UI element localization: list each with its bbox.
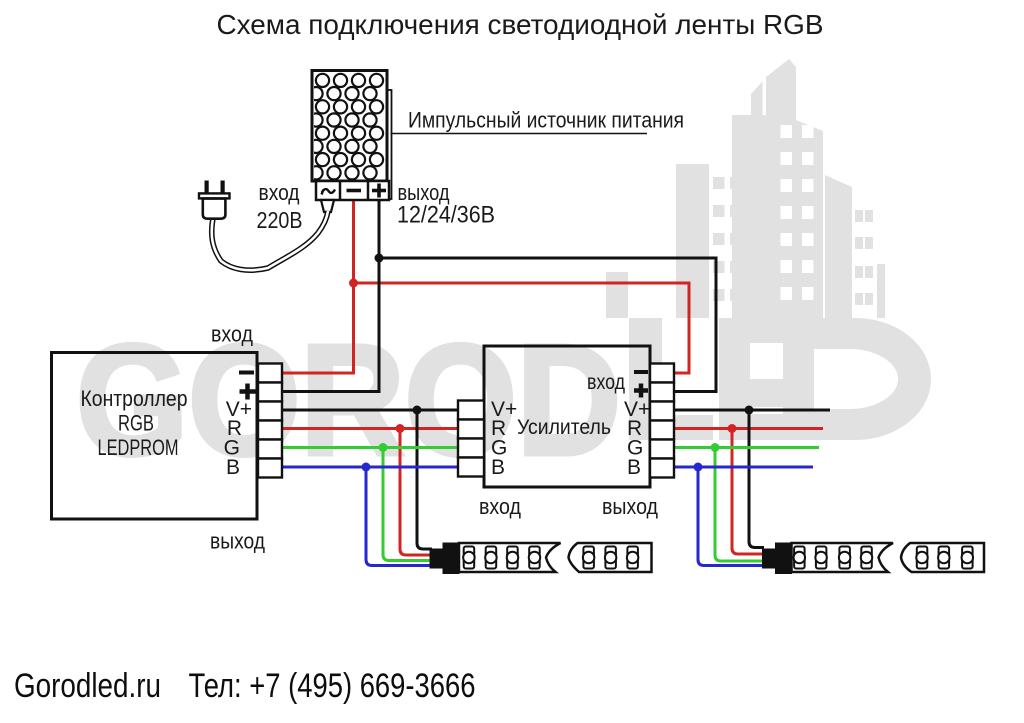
svg-text:G: G (491, 437, 507, 460)
svg-text:R: R (227, 417, 242, 440)
svg-text:вход: вход (259, 180, 300, 205)
svg-text:Схема подключения светодиодной: Схема подключения светодиодной ленты RGB (217, 9, 824, 40)
svg-text:V+: V+ (226, 398, 252, 421)
svg-text:выход: выход (210, 529, 265, 554)
svg-text:B: B (226, 456, 240, 479)
svg-text:G: G (224, 437, 240, 460)
svg-text:Тел: +7 (495) 669-3666: Тел: +7 (495) 669-3666 (189, 667, 476, 705)
svg-text:Импульсный источник питания: Импульсный источник питания (408, 108, 684, 133)
svg-text:G: G (627, 437, 643, 460)
svg-text:12/24/36В: 12/24/36В (397, 202, 495, 229)
svg-text:RGB: RGB (118, 411, 154, 436)
svg-text:R: R (627, 417, 642, 440)
svg-text:B: B (491, 456, 505, 479)
svg-text:220В: 220В (257, 207, 303, 233)
svg-text:вход: вход (479, 494, 521, 519)
svg-text:выход: выход (398, 180, 450, 205)
svg-text:V+: V+ (491, 398, 517, 421)
svg-text:вход: вход (211, 322, 253, 347)
svg-text:Gorodled.ru: Gorodled.ru (14, 667, 161, 705)
svg-text:GOROD: GOROD (76, 313, 621, 488)
svg-text:LEDPROM: LEDPROM (98, 435, 179, 460)
svg-text:R: R (491, 417, 506, 440)
svg-text:Усилитель: Усилитель (517, 416, 611, 439)
svg-text:B: B (627, 456, 641, 479)
svg-text:выход: выход (602, 494, 658, 519)
svg-text:V+: V+ (624, 398, 650, 421)
svg-text:вход: вход (587, 371, 625, 394)
svg-text:Контроллер: Контроллер (81, 386, 188, 411)
